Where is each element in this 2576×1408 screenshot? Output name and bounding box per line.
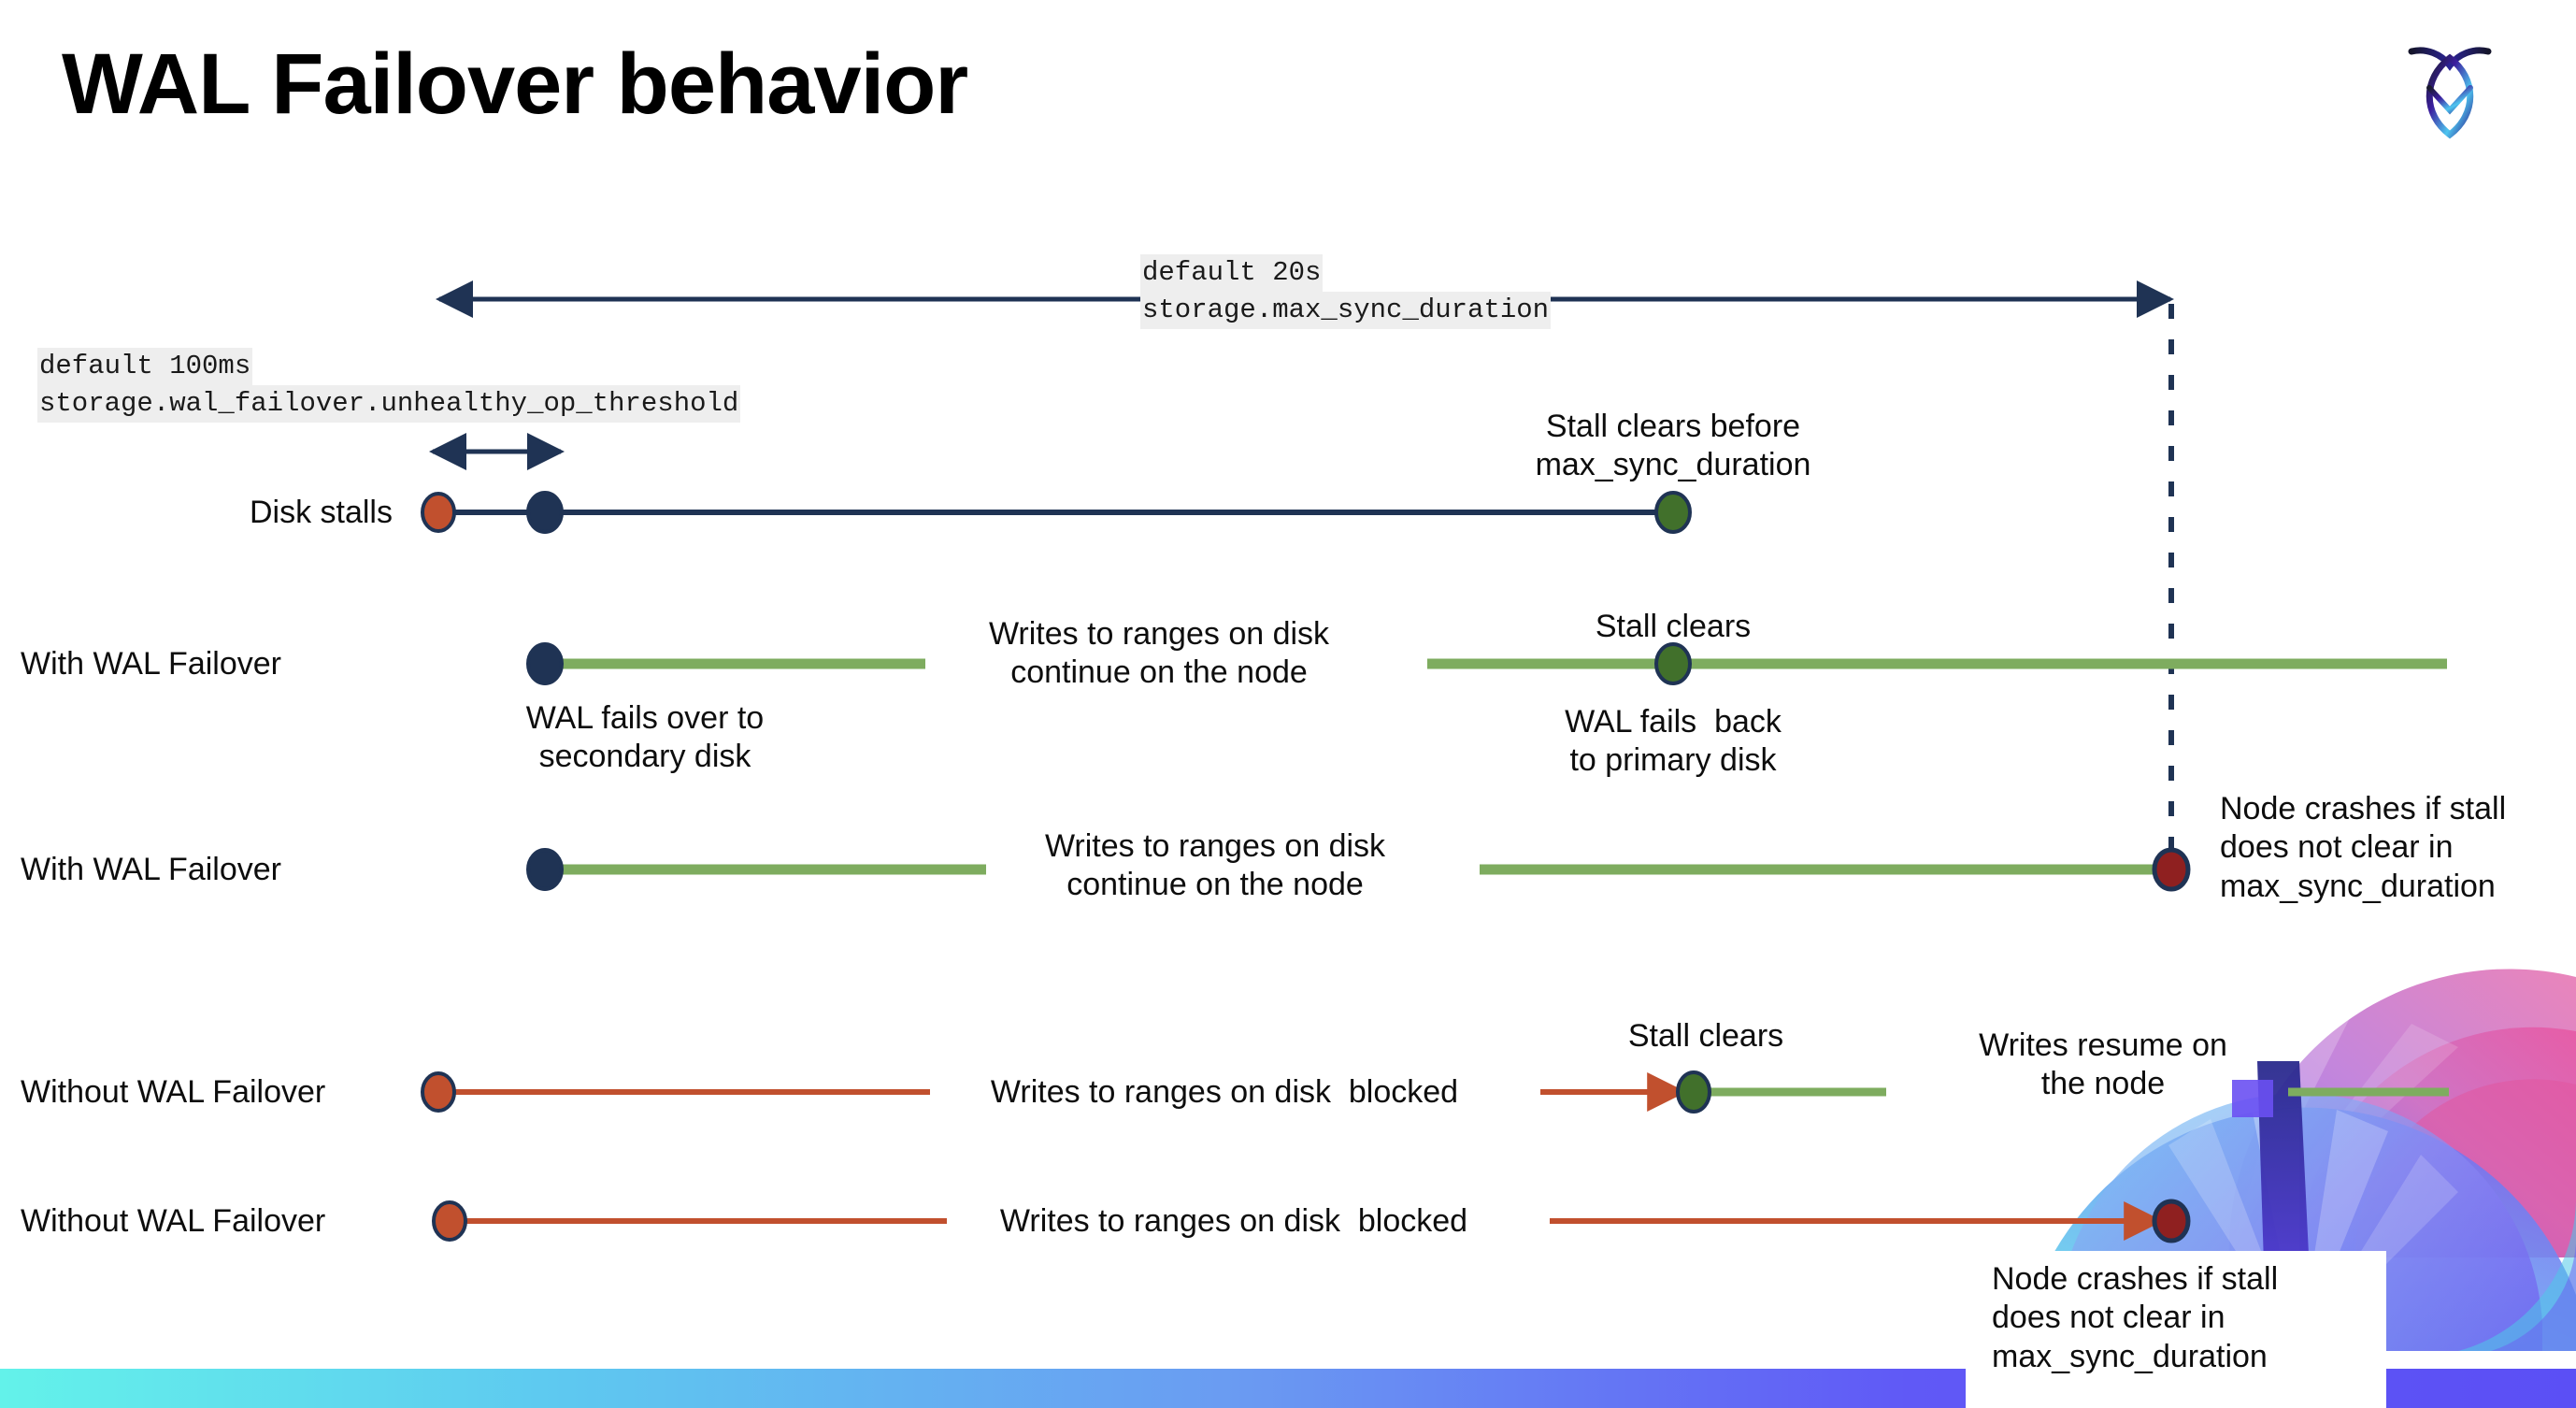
row-label-with-failover-crash: With WAL Failover [21,852,281,887]
row-without-failover-clears-track [421,1070,2449,1113]
node-crash-callout-card: Node crashes if stall does not clear in … [1966,1251,2386,1408]
row-disk-stalls-track [421,491,1692,534]
unhealthy-op-default-label: default 100ms [37,348,253,386]
max-sync-duration-annotation: default 20s storage.max_sync_duration [1140,254,1552,330]
max-sync-setting-label: storage.max_sync_duration [1140,292,1552,330]
note-node-crashes-row3: Node crashes if stall does not clear in … [2220,791,2507,904]
note-writes-continue-row3: Writes to ranges on disk continue on the… [1044,828,1386,903]
node-crash-marker [2152,847,2191,892]
row-with-failover-clears-track [526,642,2447,685]
row-label-with-failover-clears: With WAL Failover [21,646,281,682]
note-wal-fails-over: WAL fails over to secondary disk [525,700,765,775]
row-without-failover-crash-track [432,1199,2191,1243]
note-node-crashes-row5: Node crashes if stall does not clear in … [1992,1261,2279,1374]
note-stall-clears-before-max-sync: Stall clears before max_sync_duration [1535,409,1811,483]
stall-start-marker [421,1071,456,1113]
failover-start-marker [526,642,564,685]
unhealthy-op-threshold-annotation: default 100ms storage.wal_failover.unhea… [37,348,741,424]
note-writes-blocked-row5: Writes to ranges on disk blocked [999,1203,1468,1239]
stall-start-marker [421,492,456,533]
stall-start-marker [432,1200,467,1242]
note-writes-blocked-row4: Writes to ranges on disk blocked [990,1074,1459,1110]
page-title: WAL Failover behavior [62,36,968,132]
failover-start-marker [526,848,564,891]
failback-marker [1654,642,1692,685]
note-writes-resume: Writes resume on the node [1979,1027,2227,1102]
note-wal-fails-back: WAL fails back to primary disk [1565,704,1782,779]
unhealthy-op-setting-label: storage.wal_failover.unhealthy_op_thresh… [37,385,741,424]
max-sync-default-label: default 20s [1140,254,1324,293]
cockroachdb-logo-icon [2398,30,2501,142]
row-label-disk-stalls: Disk stalls [249,495,393,530]
failover-trigger-marker [526,491,564,534]
row-label-without-failover-crash: Without WAL Failover [21,1203,326,1239]
note-stall-clears-row4: Stall clears [1627,1018,1784,1054]
stall-clears-marker [1654,491,1692,534]
row-with-failover-crash-track [526,847,2191,892]
node-crash-marker [2152,1199,2191,1243]
note-stall-clears-row2: Stall clears [1595,609,1752,644]
row-label-without-failover-clears: Without WAL Failover [21,1074,326,1110]
stall-clears-marker [1676,1070,1711,1113]
note-writes-continue-row2: Writes to ranges on disk continue on the… [988,616,1330,691]
